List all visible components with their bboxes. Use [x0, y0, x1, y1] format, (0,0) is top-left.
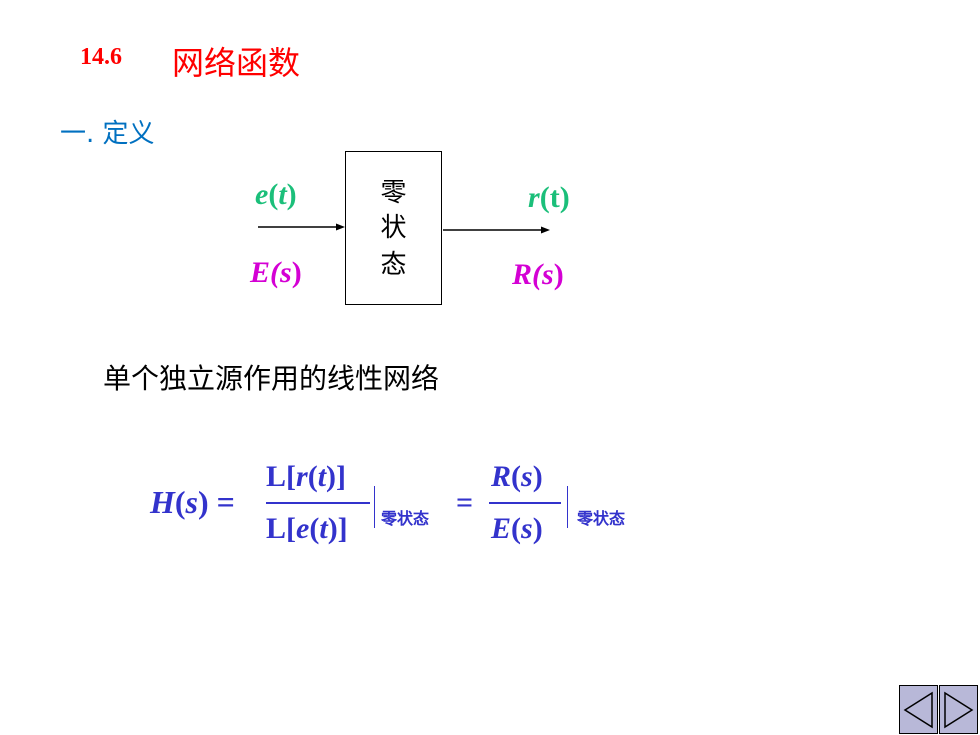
description-text: 单个独立源作用的线性网络: [103, 362, 440, 395]
nav-controls: [899, 685, 978, 734]
formula-den2: E(s): [491, 512, 543, 545]
condition-label-2: 零状态: [577, 509, 626, 528]
input-s-label: E(s): [250, 256, 302, 289]
formula-equals-2: =: [456, 486, 474, 519]
box-char-2: 状: [380, 213, 407, 243]
triangle-right-icon[interactable]: [939, 685, 978, 734]
box-char-3: 态: [380, 250, 407, 280]
formula-den1: L[e(t)]: [266, 512, 348, 545]
box-char-1: 零: [380, 178, 407, 208]
formula-fraction-line-2: [489, 502, 561, 504]
input-time-label: e(t): [255, 178, 297, 211]
eval-bar-1: [374, 486, 375, 528]
output-s-label: R(s): [512, 258, 564, 291]
formula-num2: R(s): [491, 460, 543, 493]
condition-label-1: 零状态: [381, 509, 430, 528]
subheading-definition: 一. 定义: [60, 119, 155, 149]
section-title: 网络函数: [172, 44, 301, 82]
eval-bar-2: [567, 486, 568, 528]
section-number: 14.6: [80, 44, 122, 70]
output-time-label: r(t): [528, 181, 570, 214]
formula-num1: L[r(t)]: [266, 460, 347, 493]
triangle-left-icon[interactable]: [899, 685, 938, 734]
input-arrow: [258, 223, 345, 231]
zero-state-box: [345, 151, 442, 305]
formula-lhs: H(s) =: [150, 484, 235, 520]
formula-fraction-line-1: [266, 502, 370, 504]
output-arrow: [443, 226, 550, 234]
